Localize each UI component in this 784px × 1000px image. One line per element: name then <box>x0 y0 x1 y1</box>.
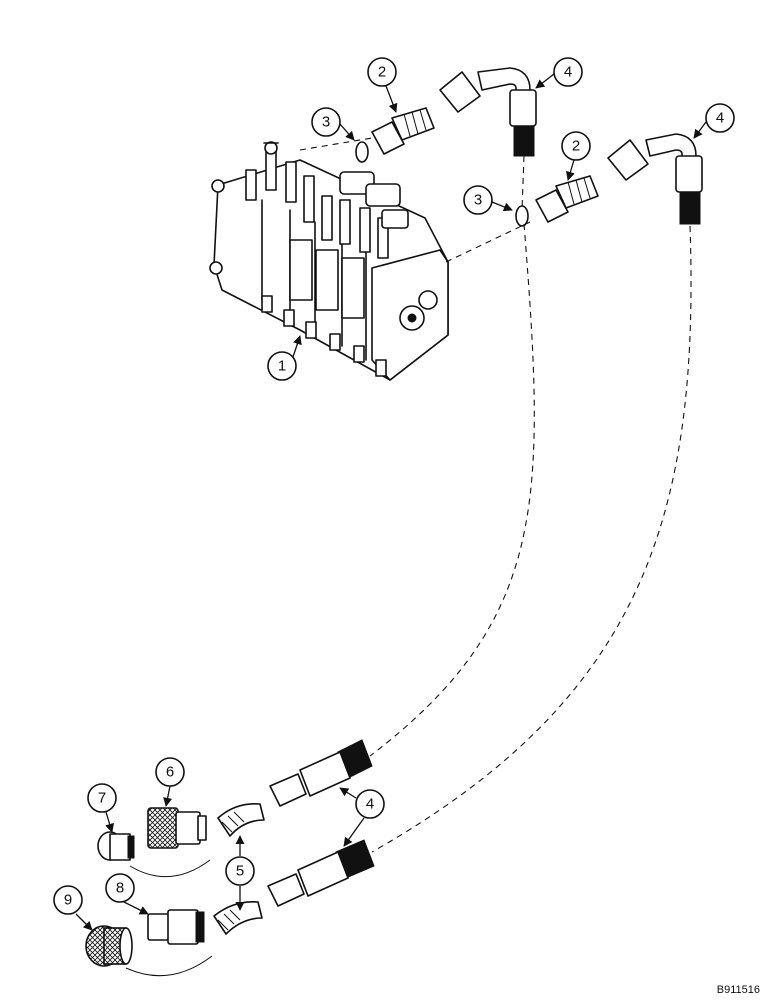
o-ring-lower <box>515 205 529 227</box>
o-ring-upper <box>355 141 369 163</box>
callout-2-upper-label: 2 <box>378 64 386 81</box>
callout-4-upper-left: 4 <box>535 57 583 89</box>
dust-cap <box>85 925 213 977</box>
elbow-fitting-upper <box>217 802 265 837</box>
callout-3-lower-label: 3 <box>474 192 482 209</box>
callout-4-lower: 4 <box>339 787 385 847</box>
callout-5-label: 5 <box>236 863 244 880</box>
callout-3-upper-label: 3 <box>322 114 330 131</box>
drawing-code: B911516 <box>716 984 760 996</box>
hose-lower-upper <box>269 739 373 807</box>
callout-3-upper: 3 <box>311 107 355 141</box>
callout-4-upper-left-label: 4 <box>564 64 572 81</box>
hose-lower-lower <box>267 839 375 907</box>
callout-9: 9 <box>53 885 93 931</box>
callout-4-upper-right-label: 4 <box>716 110 724 127</box>
callout-9-label: 9 <box>64 892 72 909</box>
callout-2-upper: 2 <box>367 57 398 113</box>
callout-1-label: 1 <box>278 358 286 375</box>
callout-2-lower-label: 2 <box>572 138 580 155</box>
callout-7-label: 7 <box>98 790 106 807</box>
callout-7: 7 <box>87 783 117 833</box>
callout-1: 1 <box>267 335 302 381</box>
hose-elbow-upper-right <box>607 133 703 225</box>
elbow-fitting-lower <box>213 900 263 935</box>
callout-6-label: 6 <box>166 764 174 781</box>
coupler-male <box>147 909 205 945</box>
callout-4-upper-right: 4 <box>693 103 735 139</box>
callout-2-lower: 2 <box>561 131 591 181</box>
callout-4-lower-label: 4 <box>366 796 374 813</box>
adapter-fitting-lower <box>535 175 599 223</box>
callout-8: 8 <box>105 873 149 915</box>
hose-elbow-upper-left <box>439 67 537 157</box>
center-lines <box>299 137 692 853</box>
callout-8-label: 8 <box>116 880 124 897</box>
adapter-fitting-upper <box>371 107 435 155</box>
coupler-female <box>147 807 207 849</box>
callout-3-lower: 3 <box>463 185 513 215</box>
dust-plug <box>97 831 211 878</box>
callout-6: 6 <box>155 757 185 807</box>
callout-5: 5 <box>225 835 255 911</box>
control-valve <box>209 141 449 381</box>
